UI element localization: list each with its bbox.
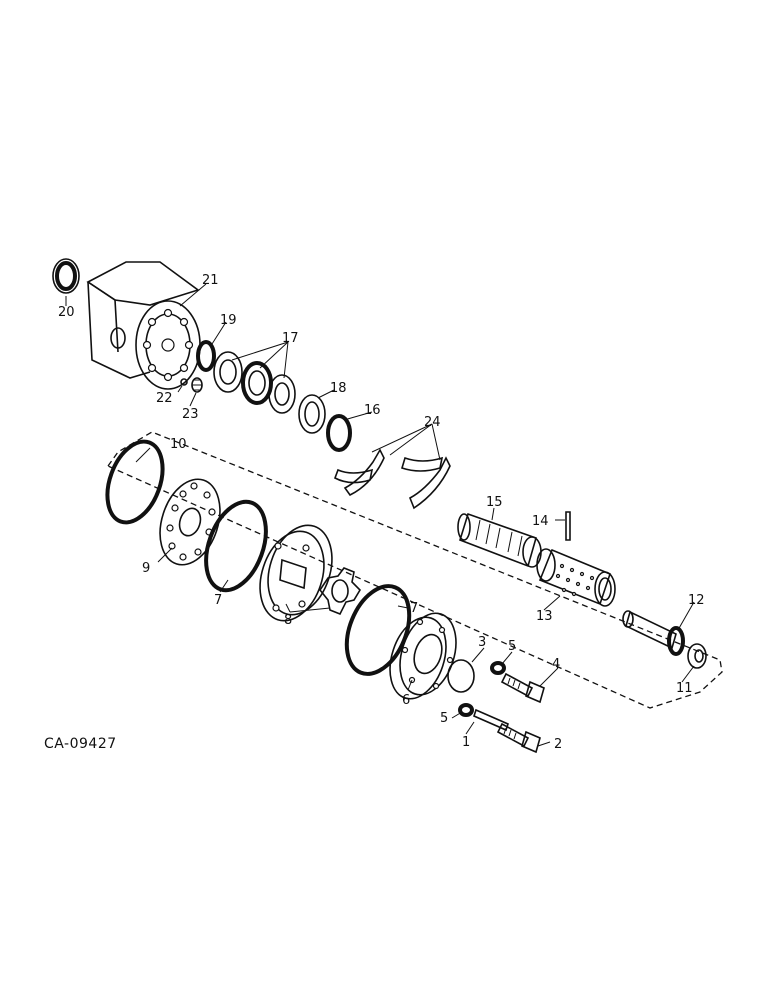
callout-11: 11 [676, 681, 693, 696]
callout-16: 16 [364, 403, 381, 418]
callout-4: 4 [552, 657, 560, 672]
callout-18: 18 [330, 381, 347, 396]
part-18-washer [298, 394, 326, 434]
callout-8: 8 [284, 613, 292, 628]
callout-24: 24 [424, 415, 441, 430]
callout-6: 6 [402, 693, 410, 708]
part-15-spool [457, 512, 542, 568]
part-12-drive [622, 610, 685, 656]
callout-1: 1 [462, 735, 470, 750]
callout-19: 19 [220, 313, 237, 328]
part-13-sleeve [536, 548, 616, 607]
group-boundary-dashed [107, 431, 723, 709]
part-17-bearing [213, 351, 296, 414]
part-10-seal [105, 439, 165, 525]
part-2-bolt [496, 722, 541, 754]
part-8-gerotor [259, 524, 362, 622]
part-19-seal [196, 340, 216, 372]
part-11-cap [687, 643, 707, 669]
leader-lines [65, 283, 695, 747]
part-22-ball [180, 378, 188, 386]
part-21-housing [86, 261, 201, 390]
part-23-spring [191, 377, 203, 393]
part-7-seal-b [344, 584, 412, 676]
callout-15: 15 [486, 495, 503, 510]
callout-7-b: 7 [410, 601, 418, 616]
callout-5-b: 5 [440, 711, 448, 726]
callout-23: 23 [182, 407, 199, 422]
callout-20: 20 [58, 305, 75, 320]
callout-12: 12 [688, 593, 705, 608]
part-7-seal-a [204, 499, 268, 593]
callout-21: 21 [202, 273, 219, 288]
part-14-pin [565, 511, 571, 541]
callout-5-a: 5 [508, 639, 516, 654]
part-16-ring [326, 414, 352, 452]
callout-9: 9 [142, 561, 150, 576]
part-5-washer-a [490, 661, 506, 675]
callout-17: 17 [282, 331, 299, 346]
callout-22: 22 [156, 391, 173, 406]
callout-13: 13 [536, 609, 553, 624]
part-4-bolt [500, 672, 545, 704]
part-3-plug [447, 659, 475, 693]
callout-2: 2 [554, 737, 562, 752]
part-9-plate [159, 478, 221, 566]
callout-7-a: 7 [214, 593, 222, 608]
part-24-thrust-washers [334, 448, 451, 510]
part-6-end-cap [389, 612, 457, 700]
callout-3: 3 [478, 635, 486, 650]
part-5-washer-b [458, 703, 474, 717]
callout-10: 10 [170, 437, 187, 452]
callout-14: 14 [532, 514, 549, 529]
diagram-code: CA-09427 [44, 736, 117, 752]
part-1-pin [473, 708, 509, 732]
part-20-seal [52, 258, 80, 294]
